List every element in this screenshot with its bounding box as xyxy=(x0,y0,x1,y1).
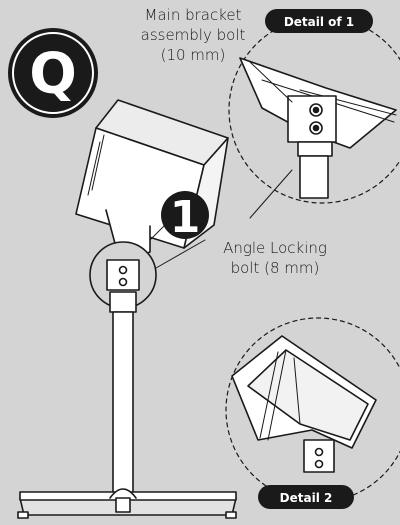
detail-2-badge-text: Detail 2 xyxy=(280,491,333,505)
step-letter: Q xyxy=(29,42,77,107)
angle-bolt-leader xyxy=(249,169,293,219)
stand-pole xyxy=(17,291,237,519)
detail-1-view xyxy=(228,16,400,204)
angle-bolt-label-line1: Angle Locking xyxy=(223,239,327,257)
main-bolt-leader xyxy=(249,61,293,103)
detail-2-badge xyxy=(258,485,354,509)
callout-number: 1 xyxy=(170,192,201,243)
detail-2-view xyxy=(225,317,400,503)
main-bolt-label-line2: assembly bolt xyxy=(140,26,246,44)
step-badge xyxy=(8,28,98,118)
detail-1-badge xyxy=(265,9,373,33)
angle-bolt-label-line2: bolt (8 mm) xyxy=(230,259,320,277)
main-bolt-label-line1: Main bracket xyxy=(144,6,242,24)
detail-1-magnifier xyxy=(89,209,206,309)
angle-bolt-label: Angle Locking bolt (8 mm) xyxy=(200,238,350,278)
detail-1-badge-text: Detail of 1 xyxy=(284,15,354,29)
callout-badge xyxy=(161,191,209,239)
main-bolt-label: Main bracket assembly bolt (10 mm) xyxy=(118,5,268,65)
main-bolt-label-line3: (10 mm) xyxy=(160,46,226,64)
